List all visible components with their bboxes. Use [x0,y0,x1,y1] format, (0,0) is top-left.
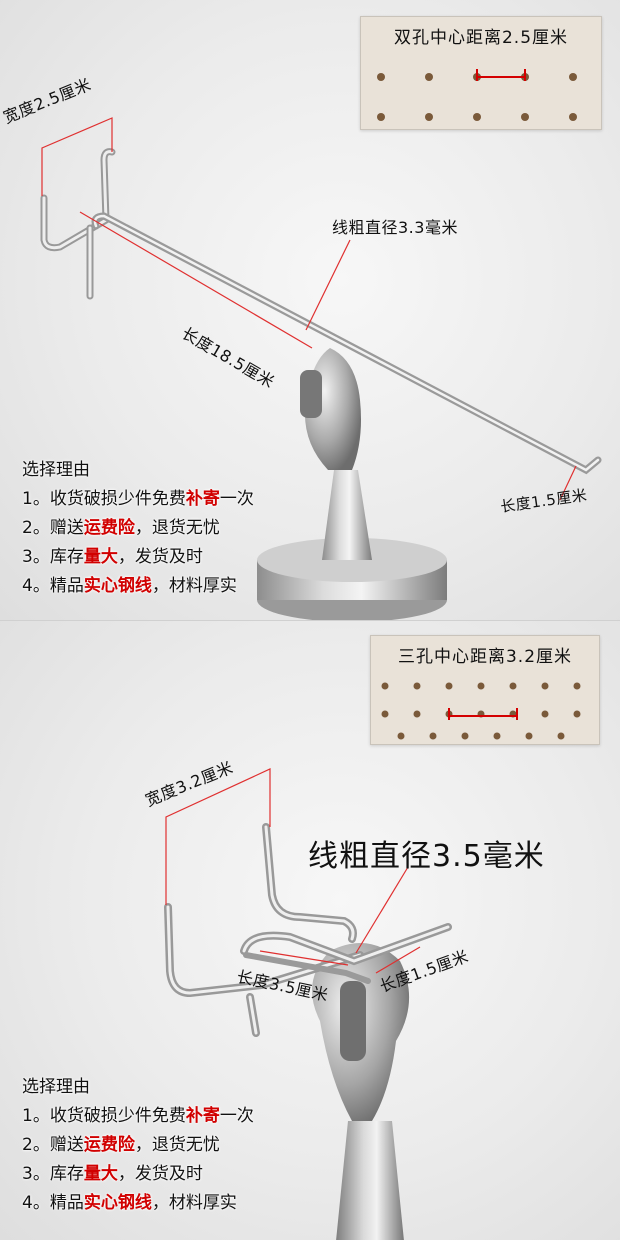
reason-item: 4。精品实心钢线，材料厚实 [22,1193,237,1213]
reason-item: 2。赠送运费险，退货无忧 [22,1135,220,1155]
reason-item: 3。库存量大，发货及时 [22,547,203,567]
pegboard-inset: 三孔中心距离3.2厘米 [370,635,600,745]
reason-item: 4。精品实心钢线，材料厚实 [22,576,237,596]
pegboard-holes [381,682,581,740]
dimension-lines [165,768,421,974]
display-stand [257,348,447,620]
selection-reasons: 选择理由 1。收货破损少件免费补寄一次 2。赠送运费险，退货无忧 3。库存量大，… [22,456,254,601]
hole-spacing-label: 三孔中心距离3.2厘米 [397,647,573,667]
pegboard-inset: 双孔中心距离2.5厘米 [360,16,602,130]
wire-diameter-label: 线粗直径3.3毫米 [332,218,458,237]
selection-reasons: 选择理由 1。收货破损少件免费补寄一次 2。赠送运费险，退货无忧 3。库存量大，… [22,1073,254,1218]
wire-diameter-label: 线粗直径3.5毫米 [308,839,545,874]
reasons-title: 选择理由 [22,1077,90,1097]
hole-spacing-label: 双孔中心距离2.5厘米 [393,28,569,48]
product-panel-single-hook: 双孔中心距离2.5厘米 宽度2.5厘米 线粗直径3.3毫米 长度18.5厘米 长… [0,0,620,620]
hook-illustration [40,117,602,620]
pegboard-holes [377,69,577,121]
reason-item: 3。库存量大，发货及时 [22,1164,203,1184]
hook-illustration [164,768,452,1240]
reasons-title: 选择理由 [22,460,90,480]
reason-item: 1。收货破损少件免费补寄一次 [22,1106,254,1126]
dimension-lines [41,117,577,501]
product-panel-double-hook: 三孔中心距离3.2厘米 宽度3.2厘米 线粗直径3.5毫米 长度3.5厘米 长度… [0,620,620,1240]
display-stand [312,943,410,1240]
reason-item: 2。赠送运费险，退货无忧 [22,518,220,538]
wire-hook [164,823,452,1037]
reason-item: 1。收货破损少件免费补寄一次 [22,489,254,509]
wire-hook [40,148,602,475]
